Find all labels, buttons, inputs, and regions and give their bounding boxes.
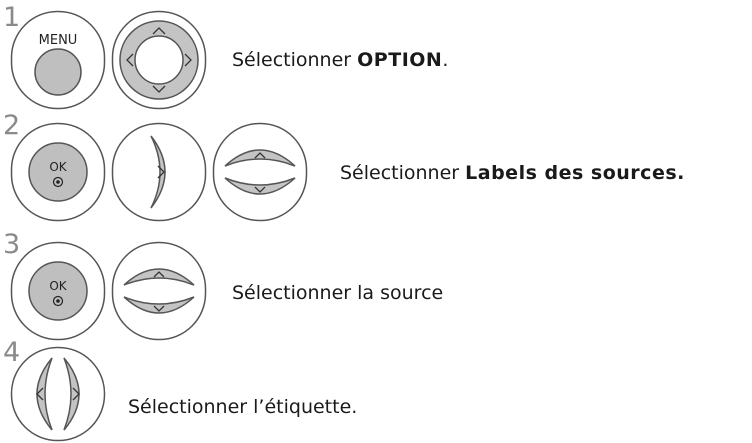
up-down-arrow-button[interactable]: [111, 241, 207, 341]
chevron-down-icon: [152, 85, 166, 93]
ok-button-label: OK: [49, 279, 67, 293]
step-number: 1: [3, 2, 21, 33]
chevron-up-icon: [254, 152, 266, 159]
step-number: 4: [3, 337, 21, 368]
right-arrow-button[interactable]: [111, 122, 207, 222]
step-4-instruction: Sélectionner l’étiquette.: [128, 396, 358, 418]
step-3-instruction: Sélectionner la source: [232, 282, 444, 304]
chevron-right-icon: [184, 53, 192, 67]
step-1-instruction: Sélectionner OPTION.: [232, 49, 449, 71]
ok-button-label: OK: [49, 160, 67, 174]
chevron-right-icon: [72, 387, 80, 401]
chevron-right-icon: [157, 165, 165, 179]
up-down-arrow-button[interactable]: [212, 122, 308, 222]
ok-button[interactable]: OK: [10, 241, 106, 341]
dpad-four-way-icon[interactable]: [111, 10, 207, 110]
chevron-down-icon: [153, 305, 165, 312]
chevron-left-icon: [126, 53, 134, 67]
menu-button-label: MENU: [39, 33, 78, 48]
step-number: 3: [3, 229, 21, 260]
step-number: 2: [3, 110, 21, 141]
chevron-down-icon: [254, 186, 266, 193]
chevron-left-icon: [36, 387, 44, 401]
chevron-up-icon: [153, 271, 165, 278]
ok-button[interactable]: OK: [10, 122, 106, 222]
left-right-arrow-button[interactable]: [10, 346, 106, 442]
chevron-up-icon: [152, 27, 166, 35]
step-2-instruction: Sélectionner Labels des sources.: [340, 162, 685, 184]
menu-button[interactable]: MENU: [10, 10, 106, 110]
